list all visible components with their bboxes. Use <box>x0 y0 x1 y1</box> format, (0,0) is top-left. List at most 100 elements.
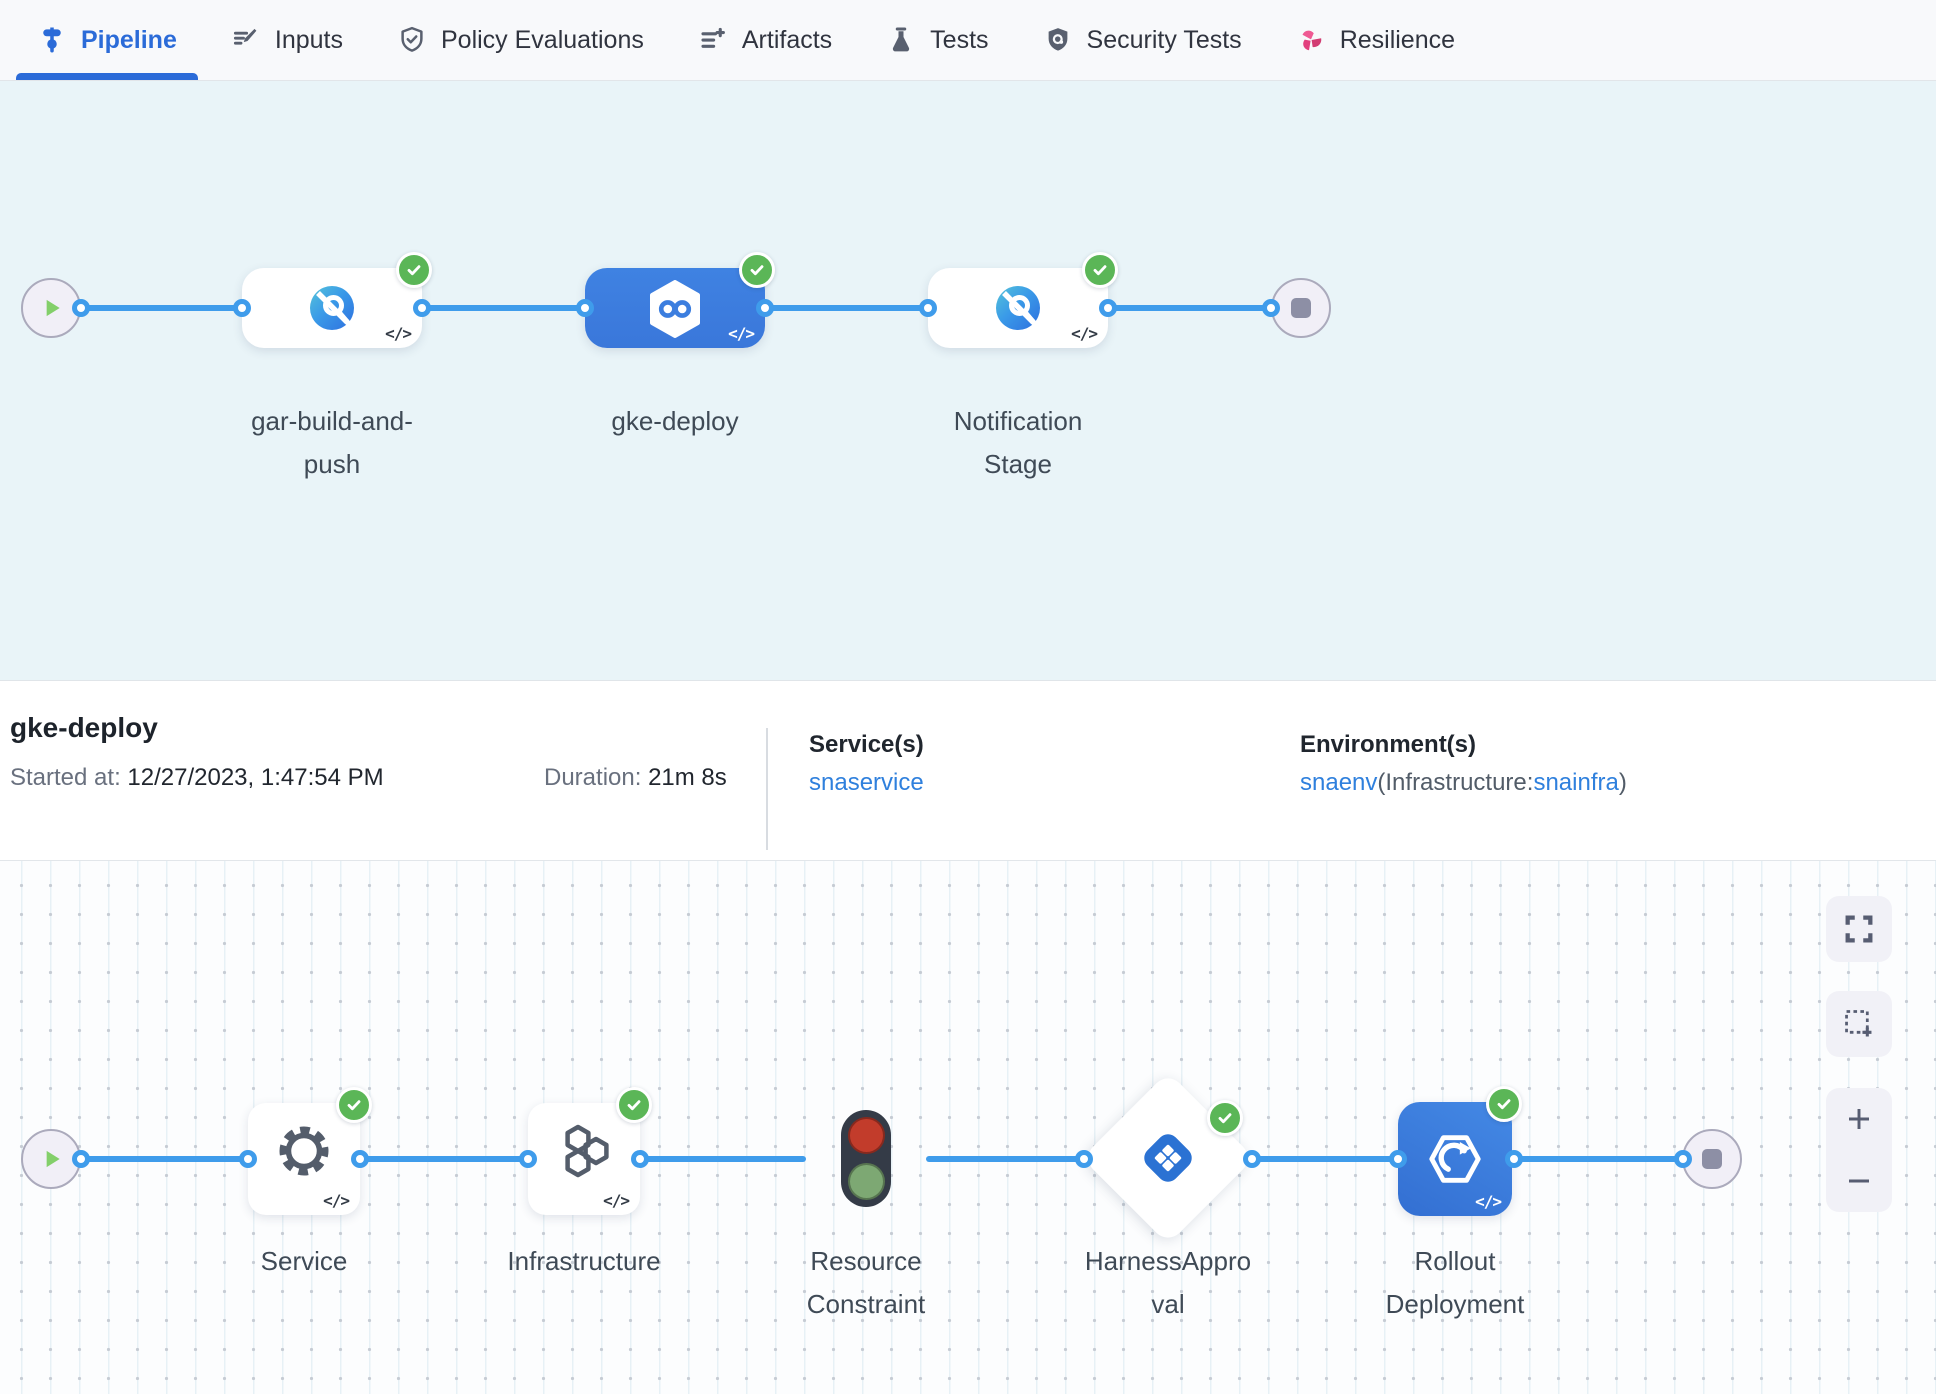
tab-tests[interactable]: Tests <box>859 0 1015 80</box>
edge-port <box>72 1150 90 1168</box>
step-edge <box>360 1156 528 1162</box>
execution-end-node <box>1682 1129 1742 1189</box>
tab-resilience[interactable]: Resilience <box>1269 0 1482 80</box>
tab-tests-label: Tests <box>930 25 989 54</box>
step-node-service[interactable]: </> <box>248 1087 372 1215</box>
step-node-rollout-deployment[interactable]: </> <box>1398 1086 1522 1216</box>
infrastructure-suffix: ) <box>1618 769 1627 796</box>
tab-inputs-label: Inputs <box>274 25 343 54</box>
step-edge <box>81 1156 248 1162</box>
edge-port <box>1505 1150 1523 1168</box>
stage-edge <box>81 305 242 311</box>
edge-port <box>1389 1150 1407 1168</box>
zoom-in-button[interactable] <box>1826 1088 1892 1150</box>
traffic-light-red <box>847 1117 885 1154</box>
tab-pipeline-label: Pipeline <box>81 25 177 54</box>
step-edge <box>640 1156 806 1162</box>
success-badge <box>1486 1086 1522 1122</box>
started-at-row: Started at: 12/27/2023, 1:47:54 PM <box>10 764 384 792</box>
fullscreen-button[interactable] <box>1826 896 1892 962</box>
stage-label: Notification Stage <box>953 406 1083 479</box>
code-view-icon: </> <box>323 1191 350 1210</box>
rollout-deployment-icon <box>1429 1135 1481 1183</box>
stop-icon <box>1702 1149 1722 1169</box>
tab-policy-evaluations-label: Policy Evaluations <box>440 25 644 54</box>
environment-link-row: snaenv(Infrastructure:snainfra) <box>1300 769 1627 797</box>
tab-security-tests[interactable]: Security Tests <box>1016 0 1269 80</box>
stage-node-notification-stage[interactable]: </> <box>928 252 1118 348</box>
step-edge <box>1514 1156 1683 1162</box>
tab-artifacts[interactable]: Artifacts <box>671 0 859 80</box>
pipeline-end-node <box>1271 278 1331 338</box>
edge-port <box>576 299 594 317</box>
edge-port <box>72 299 90 317</box>
build-and-push-gar-icon <box>310 286 354 330</box>
step-label: Service <box>260 1246 348 1276</box>
success-badge <box>739 252 775 288</box>
edge-port <box>1674 1150 1692 1168</box>
started-at-label: Started at: <box>10 764 121 791</box>
minus-icon <box>1849 1179 1869 1183</box>
stage-node-gke-deploy[interactable]: </> <box>585 252 775 348</box>
edge-port <box>1243 1150 1261 1168</box>
stage-label: gar-build-and-push <box>251 406 413 479</box>
zoom-out-button[interactable] <box>1826 1150 1892 1212</box>
plus-icon <box>1849 1109 1869 1129</box>
pipeline-icon <box>43 27 61 53</box>
stage-edge <box>1108 305 1271 311</box>
edge-port <box>631 1150 649 1168</box>
environments-label: Environment(s) <box>1300 731 1477 758</box>
stage-graph-canvas <box>0 81 1936 680</box>
code-view-icon: </> <box>1475 1192 1502 1211</box>
flask-icon <box>893 27 910 52</box>
edge-port <box>919 299 937 317</box>
stage-edge <box>422 305 585 311</box>
gear-icon <box>279 1126 329 1176</box>
tab-security-tests-label: Security Tests <box>1086 25 1242 54</box>
marquee-select-icon <box>1845 1010 1872 1037</box>
stage-details-title: gke-deploy <box>10 712 158 743</box>
execution-start-node <box>21 1129 81 1189</box>
fullscreen-icon <box>1845 915 1873 943</box>
started-at-value: 12/27/2023, 1:47:54 PM <box>127 764 384 791</box>
step-edge <box>926 1156 1084 1162</box>
service-link[interactable]: snaservice <box>809 769 924 796</box>
pipeline-start-node <box>21 278 81 338</box>
custom-stage-icon <box>996 286 1040 330</box>
edge-port <box>413 299 431 317</box>
success-badge <box>336 1087 372 1123</box>
edge-port <box>1075 1150 1093 1168</box>
step-edge <box>1252 1156 1398 1162</box>
selection-mode-button[interactable] <box>1826 991 1892 1057</box>
edge-port <box>1262 299 1280 317</box>
duration-row: Duration: 21m 8s <box>544 764 727 792</box>
success-badge <box>616 1087 652 1123</box>
success-badge <box>396 252 432 288</box>
edge-port <box>756 299 774 317</box>
duration-label: Duration: <box>544 764 642 791</box>
infrastructure-prefix: (Infrastructure: <box>1377 769 1534 796</box>
tab-inputs[interactable]: Inputs <box>204 0 370 80</box>
stop-icon <box>1291 298 1311 318</box>
pinwheel-icon <box>1302 30 1321 51</box>
zoom-controls <box>1826 1088 1892 1212</box>
environment-link[interactable]: snaenv <box>1300 769 1378 796</box>
traffic-light-green <box>847 1163 885 1200</box>
list-plus-icon <box>701 27 725 48</box>
services-label: Service(s) <box>809 731 924 758</box>
edge-port <box>1099 299 1117 317</box>
tab-policy-evaluations[interactable]: Policy Evaluations <box>370 0 671 80</box>
step-node-resource-constraint[interactable] <box>841 1110 891 1207</box>
top-tab-bar: Pipeline Inputs Policy Evaluations Artif… <box>0 0 1936 81</box>
step-label: HarnessApproval <box>1084 1246 1252 1319</box>
step-node-infrastructure[interactable]: </> <box>528 1087 652 1215</box>
shield-check-icon <box>401 26 423 52</box>
stage-node-gar-build-and-push[interactable]: </> <box>242 252 432 348</box>
play-icon <box>46 299 60 317</box>
infrastructure-link[interactable]: snainfra <box>1533 769 1619 796</box>
step-label: Infrastructure <box>507 1246 661 1276</box>
approval-icon <box>1144 1134 1192 1182</box>
tab-pipeline[interactable]: Pipeline <box>10 0 204 80</box>
success-badge <box>1207 1100 1243 1136</box>
